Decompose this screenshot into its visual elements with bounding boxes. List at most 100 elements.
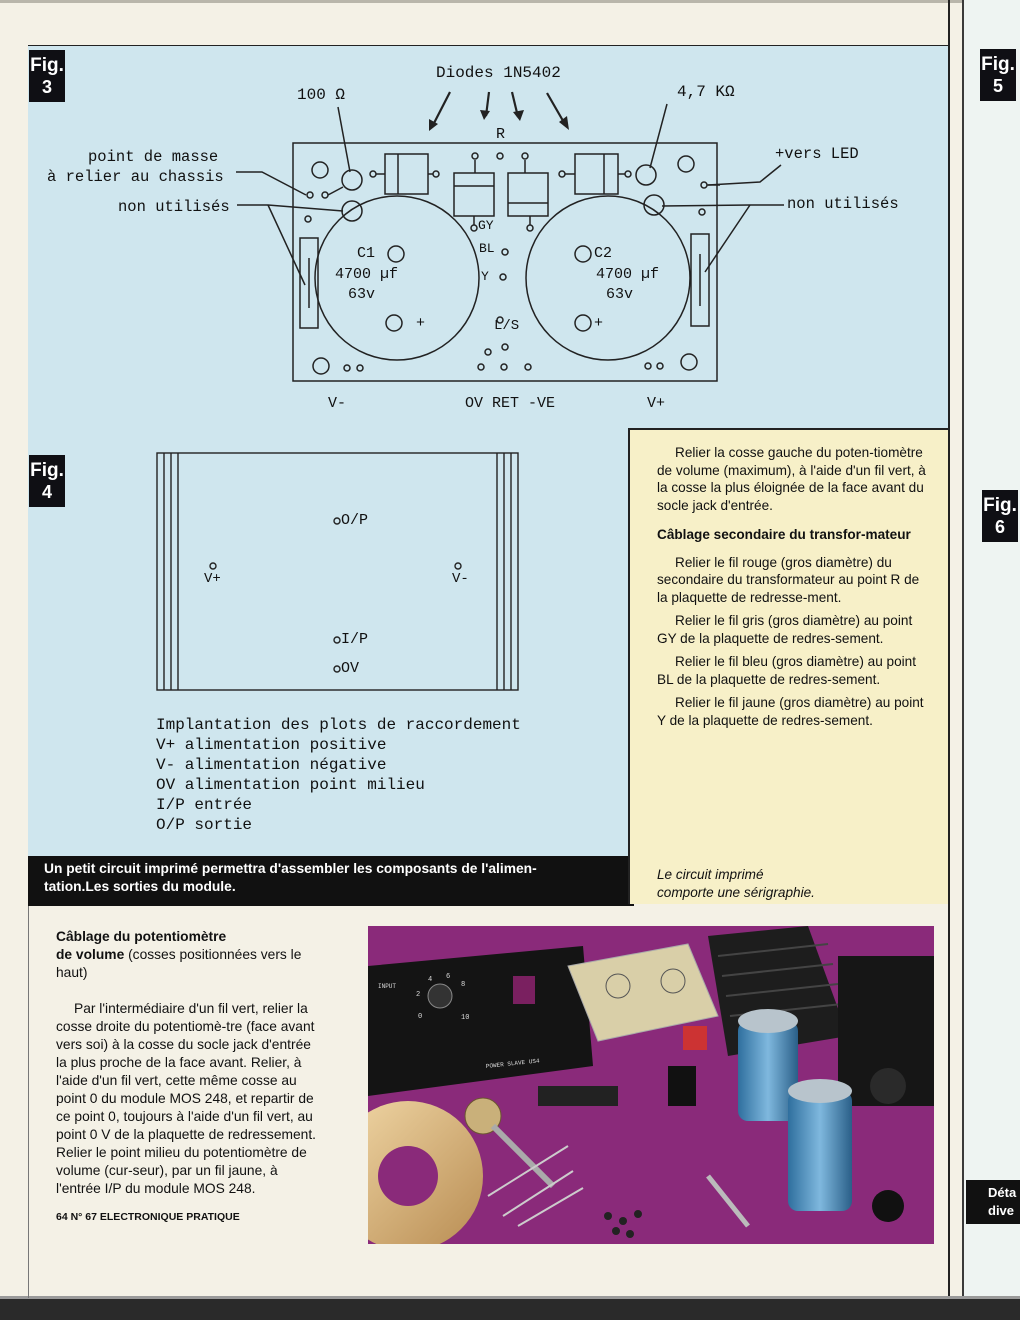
left-heading-bold-2: de volume (56, 947, 125, 962)
fig4-legend: Implantation des plots de raccordement V… (156, 715, 521, 835)
vminus-label: V- (452, 571, 469, 587)
v-minus-label: V- (328, 395, 347, 412)
r100-pad (341, 169, 363, 191)
dial-number: 6 (446, 973, 450, 981)
fig6-tag: Fig. 6 (982, 490, 1018, 542)
potentiometer (464, 1097, 502, 1135)
c1-value: 4700 µf (335, 266, 399, 283)
legend-line: V+ alimentation positive (156, 736, 387, 754)
c1-capacitor (314, 195, 480, 361)
fig4-panel (28, 428, 628, 858)
pad (677, 155, 695, 173)
pad (311, 161, 329, 179)
paragraph: Relier le fil gris (gros diamètre) au po… (657, 613, 913, 646)
op-label: O/P (341, 512, 369, 529)
r47k-leader (649, 103, 668, 169)
fig4-tag-word: Fig. (30, 460, 64, 481)
ov-ret-label: OV RET -VE (465, 395, 556, 412)
y-label: Y (481, 269, 489, 284)
caption-bar: Un petit circuit imprimé permettra d'ass… (28, 856, 634, 906)
dial-number: 8 (461, 981, 465, 989)
c1-plus: + (416, 315, 426, 332)
module-outline (156, 452, 519, 691)
c2-name: C2 (594, 245, 613, 262)
capacitor-2 (788, 1091, 852, 1211)
c2-volt: 63v (606, 286, 634, 303)
paragraph: Relier le fil rouge (gros diamètre) du s… (657, 554, 920, 605)
fig3-tag-word: Fig. (30, 55, 64, 76)
v-plus-label: V+ (647, 395, 666, 412)
c2-value: 4700 µf (596, 266, 660, 283)
left-body: Par l'intermédiaire d'un fil vert, relie… (56, 1001, 317, 1196)
fig6-tag-word: Fig. (983, 495, 1017, 516)
fig5-tag-num: 5 (992, 76, 1003, 96)
section-heading: Câblage secondaire du transfor-mateur (657, 527, 911, 542)
bottom-rule (0, 1298, 1020, 1320)
ov-label: OV (341, 660, 360, 677)
fig3-diagram (236, 91, 784, 382)
r47k-pad-2 (643, 194, 665, 216)
bl-label: BL (479, 241, 495, 256)
bottom-rule-light (0, 1296, 1020, 1299)
r100-label: 100 Ω (297, 86, 346, 104)
ip-label: I/P (341, 631, 369, 648)
edge-text-1: Déta (988, 1185, 1017, 1200)
pad (680, 353, 698, 371)
point-r-label: R (496, 126, 506, 143)
panel-window (513, 976, 535, 1004)
fig3-tag-num: 3 (41, 77, 52, 97)
legend-line: OV alimentation point milieu (156, 776, 425, 794)
diodes-label: Diodes 1N5402 (436, 64, 561, 82)
pad (574, 245, 592, 263)
diode-2 (453, 172, 495, 217)
r100-pad-2 (341, 200, 363, 222)
photo-caption-line-2: comporte une sérigraphie. (657, 884, 815, 900)
pad (387, 245, 405, 263)
dial-number: 4 (428, 976, 432, 984)
panel-input-text: INPUT (378, 983, 396, 990)
fig5-tag: Fig. 5 (980, 49, 1016, 101)
right-text-box (628, 428, 948, 904)
ls-label: L/S (494, 318, 520, 334)
components-photo: INPUT POWER SLAVE US4 2 4 6 8 10 0 (368, 926, 934, 1244)
footer: 64 N° 67 ELECTRONIQUE PRATIQUE (56, 1211, 240, 1223)
paragraph: Relier le fil bleu (gros diamètre) au po… (657, 654, 917, 687)
left-column: Câblage du potentiomètre de volume (coss… (56, 928, 324, 1226)
top-rule (0, 0, 1020, 3)
top-separator (28, 45, 948, 46)
non-util-right-label: non utilisés (787, 195, 899, 213)
dial-number: 2 (416, 991, 420, 999)
left-heading: Câblage du potentiomètre de volume (coss… (56, 928, 324, 982)
non-util-left-label: non utilisés (118, 198, 230, 216)
masse-label-1: point de masse (88, 148, 219, 166)
legend-line: I/P entrée (156, 796, 253, 814)
dial-number: 10 (461, 1014, 469, 1022)
gy-label: GY (478, 218, 494, 233)
fig4-tag: Fig. 4 (29, 455, 65, 507)
fuse-left (299, 237, 319, 329)
non-util-left-leader-2 (267, 204, 306, 286)
pad (312, 357, 330, 375)
dial-number: 0 (418, 1013, 422, 1021)
vers-led-label: +vers LED (775, 145, 859, 163)
photo-caption-line-1: Le circuit imprimé (657, 867, 764, 882)
c2-plus: + (594, 315, 604, 332)
front-panel (368, 946, 593, 1096)
legend-line: O/P sortie (156, 816, 253, 834)
panel-dial (427, 983, 453, 1009)
led-leader (707, 164, 782, 186)
pad (385, 314, 403, 332)
edge-text-2: dive (988, 1203, 1015, 1218)
diode-1 (384, 153, 429, 195)
right-page-rule (962, 0, 964, 1300)
page-edge-rule (948, 0, 950, 1300)
non-util-left-leader (237, 204, 344, 212)
fig3-panel (28, 46, 948, 428)
caption-line-2: tation.Les sorties du module. (44, 879, 236, 894)
pcb-photo (567, 943, 719, 1042)
photo-caption: Le circuit imprimé comporte une sérigrap… (657, 866, 815, 901)
diode-3 (507, 172, 549, 217)
legend-line: V- alimentation négative (156, 756, 387, 774)
masse-leader (236, 171, 307, 196)
fig4-diagram (156, 452, 519, 691)
